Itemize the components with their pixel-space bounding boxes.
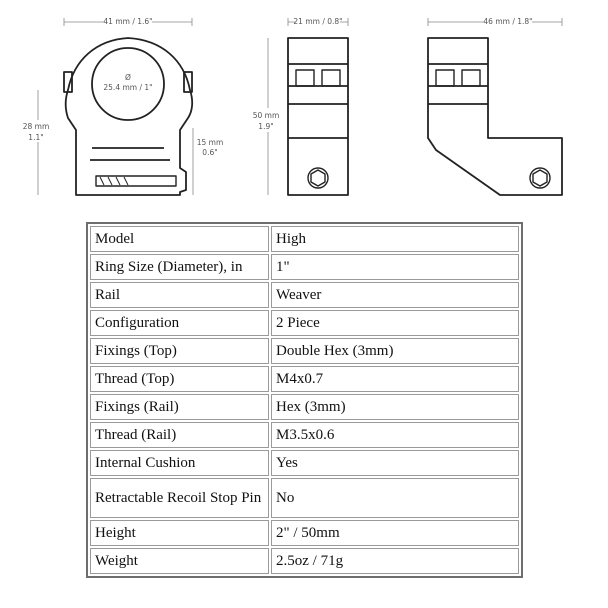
- drawing-canvas: 41 mm / 1.6" Ø 25.4 mm / 1" 28 mm 1.1" 1…: [18, 17, 563, 196]
- side-height-in: 1.9": [258, 122, 273, 131]
- spec-label: Internal Cushion: [90, 450, 269, 476]
- technical-drawing: 41 mm / 1.6" Ø 25.4 mm / 1" 28 mm 1.1" 1…: [0, 0, 608, 218]
- spec-value: 1": [271, 254, 519, 280]
- ring-diameter-label: 25.4 mm / 1": [103, 83, 152, 92]
- table-row: Thread (Top)M4x0.7: [90, 366, 519, 392]
- spec-label: Thread (Rail): [90, 422, 269, 448]
- spec-value: M3.5x0.6: [271, 422, 519, 448]
- spec-value: High: [271, 226, 519, 252]
- spec-value: Hex (3mm): [271, 394, 519, 420]
- table-row: Thread (Rail)M3.5x0.6: [90, 422, 519, 448]
- spec-label: Configuration: [90, 310, 269, 336]
- side-view: [287, 37, 349, 196]
- front-width-label: 41 mm / 1.6": [103, 17, 152, 26]
- spec-label: Fixings (Rail): [90, 394, 269, 420]
- spec-label: Rail: [90, 282, 269, 308]
- spec-label: Model: [90, 226, 269, 252]
- spec-value: 2" / 50mm: [271, 520, 519, 546]
- side-height-mm: 50 mm: [253, 111, 280, 120]
- spec-value: 2.5oz / 71g: [271, 548, 519, 574]
- base-height-mm: 15 mm: [197, 138, 224, 147]
- spec-value: M4x0.7: [271, 366, 519, 392]
- spec-value: Yes: [271, 450, 519, 476]
- offset-view: [427, 37, 563, 196]
- base-height-in: 0.6": [202, 148, 217, 157]
- front-view: [63, 37, 194, 196]
- spec-label: Fixings (Top): [90, 338, 269, 364]
- total-height-mm: 28 mm: [23, 122, 50, 131]
- total-height-in: 1.1": [28, 133, 43, 142]
- side-width-label: 21 mm / 0.8": [293, 17, 342, 26]
- spec-label: Thread (Top): [90, 366, 269, 392]
- table-row: Fixings (Top)Double Hex (3mm): [90, 338, 519, 364]
- spec-value: 2 Piece: [271, 310, 519, 336]
- spec-value: Weaver: [271, 282, 519, 308]
- spec-label: Retractable Recoil Stop Pin: [90, 478, 269, 518]
- spec-label: Ring Size (Diameter), in: [90, 254, 269, 280]
- offset-width-label: 46 mm / 1.8": [483, 17, 532, 26]
- spec-value: Double Hex (3mm): [271, 338, 519, 364]
- spec-value: No: [271, 478, 519, 518]
- table-row: Fixings (Rail)Hex (3mm): [90, 394, 519, 420]
- diameter-symbol: Ø: [125, 73, 131, 82]
- spec-label: Height: [90, 520, 269, 546]
- spec-label: Weight: [90, 548, 269, 574]
